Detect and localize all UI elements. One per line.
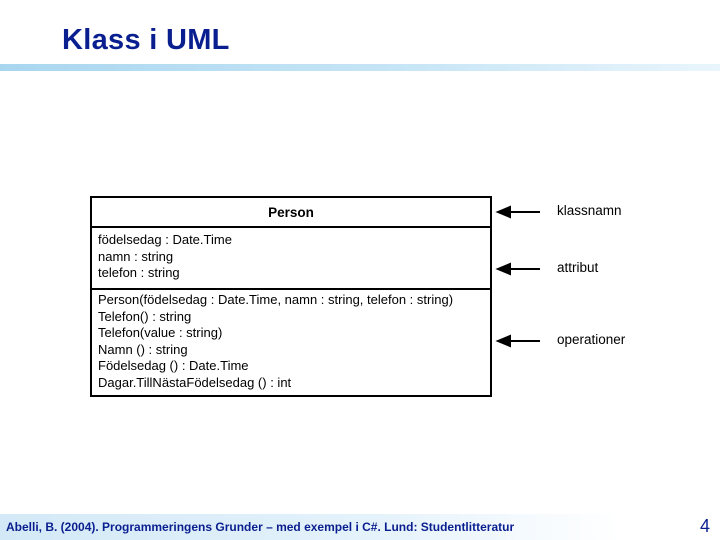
uml-attribute: namn : string [98,248,174,264]
footer-band [0,514,620,540]
uml-operation: Person(födelsedag : Date.Time, namn : st… [98,292,454,307]
uml-class-box: Person födelsedag : Date.Time namn : str… [90,196,492,397]
arrow-head-icon [495,334,511,348]
title-underline [0,64,720,71]
page-number: 4 [700,516,711,536]
slide-title: Klass i UML [62,24,230,56]
uml-class-name: Person [92,198,490,228]
label-attributes: attribut [557,260,599,275]
uml-operations-section: Person(födelsedag : Date.Time, namn : st… [92,290,490,395]
label-classname: klassnamn [557,203,622,218]
uml-attribute: födelsedag : Date.Time [98,232,232,247]
uml-attributes-section: födelsedag : Date.Time namn : string tel… [92,228,490,290]
uml-operation: Födelsedag () : Date.Time [98,358,249,373]
arrow-head-icon [495,262,511,276]
footer-citation: Abelli, B. (2004). Programmeringens Grun… [6,520,515,534]
uml-operation: Dagar.TillNästaFödelsedag () : int [98,374,292,390]
uml-operation: Telefon(value : string) [98,325,223,340]
uml-operation: Namn () : string [98,341,188,357]
arrow-head-icon [495,205,511,219]
label-operations: operationer [557,332,626,347]
uml-attribute: telefon : string [98,265,180,280]
uml-operation: Telefon() : string [98,308,192,324]
